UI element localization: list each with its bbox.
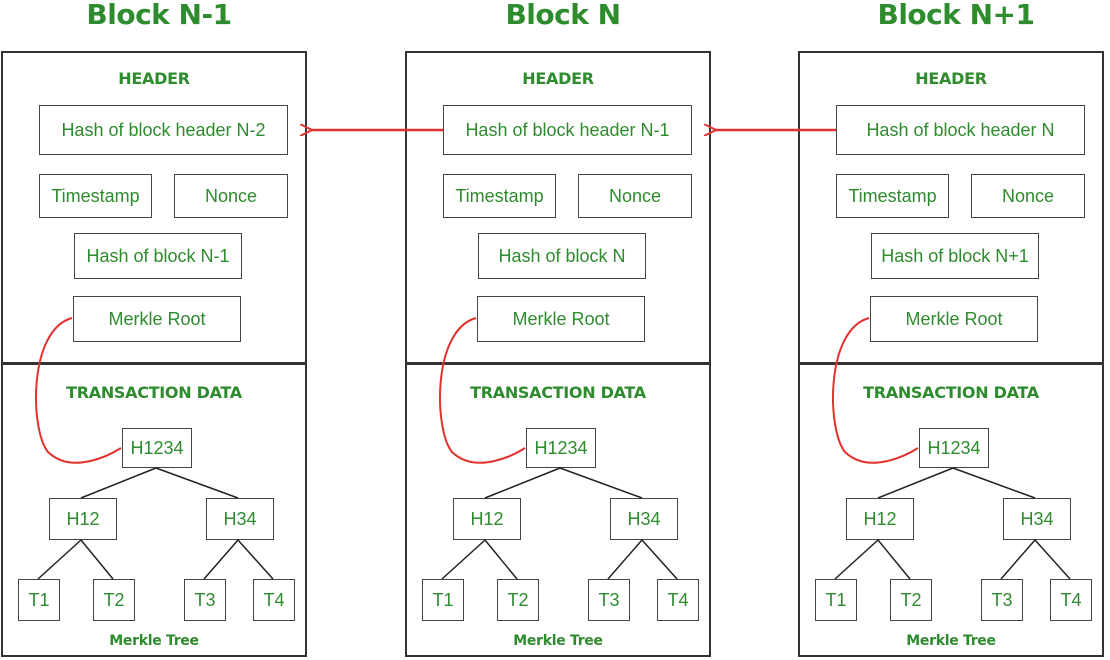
merkle-leaf-t4: T4 [253, 579, 295, 621]
block-n-plus-1: HEADER Hash of block header N Timestamp … [798, 51, 1104, 657]
merkle-node-h34: H34 [610, 498, 678, 540]
timestamp-box: Timestamp [443, 174, 556, 218]
timestamp-box: Timestamp [836, 174, 949, 218]
merkle-node-h34: H34 [206, 498, 274, 540]
header-divider [407, 362, 709, 365]
merkle-leaf-t2: T2 [93, 579, 135, 621]
nonce-box: Nonce [971, 174, 1085, 218]
merkle-node-h1234: H1234 [122, 428, 192, 468]
merkle-tree-caption: Merkle Tree [109, 633, 199, 649]
block-hash-box: Hash of block N+1 [871, 233, 1039, 279]
header-label: HEADER [915, 69, 987, 88]
merkle-leaf-t4: T4 [1050, 579, 1092, 621]
merkle-node-h12: H12 [453, 498, 521, 540]
transaction-data-label: TRANSACTION DATA [470, 383, 646, 402]
merkle-node-h34: H34 [1003, 498, 1071, 540]
merkle-node-h12: H12 [846, 498, 914, 540]
merkle-tree-caption: Merkle Tree [906, 633, 996, 649]
merkle-leaf-t3: T3 [588, 579, 630, 621]
block-hash-box: Hash of block N-1 [74, 233, 242, 279]
merkle-node-h12: H12 [49, 498, 117, 540]
timestamp-box: Timestamp [39, 174, 152, 218]
merkle-leaf-t2: T2 [497, 579, 539, 621]
merkle-leaf-t3: T3 [981, 579, 1023, 621]
header-divider [3, 362, 305, 365]
header-divider [800, 362, 1102, 365]
merkle-leaf-t1: T1 [815, 579, 857, 621]
block-title-n: Block N [505, 0, 621, 31]
merkle-leaf-t2: T2 [890, 579, 932, 621]
block-hash-box: Hash of block N [478, 233, 646, 279]
block-title-n-plus-1: Block N+1 [877, 0, 1035, 31]
merkle-leaf-t1: T1 [18, 579, 60, 621]
merkle-leaf-t3: T3 [184, 579, 226, 621]
merkle-leaf-t1: T1 [422, 579, 464, 621]
merkle-tree-caption: Merkle Tree [513, 633, 603, 649]
block-title-n-minus-1: Block N-1 [86, 0, 232, 31]
nonce-box: Nonce [174, 174, 288, 218]
prev-hash-box: Hash of block header N-2 [39, 105, 288, 155]
transaction-data-label: TRANSACTION DATA [66, 383, 242, 402]
merkle-root-box: Merkle Root [477, 296, 645, 342]
header-label: HEADER [522, 69, 594, 88]
block-n-minus-1: HEADER Hash of block header N-2 Timestam… [1, 51, 307, 657]
merkle-root-box: Merkle Root [73, 296, 241, 342]
prev-hash-box: Hash of block header N [836, 105, 1085, 155]
merkle-leaf-t4: T4 [657, 579, 699, 621]
merkle-root-box: Merkle Root [870, 296, 1038, 342]
nonce-box: Nonce [578, 174, 692, 218]
header-label: HEADER [118, 69, 190, 88]
block-n: HEADER Hash of block header N-1 Timestam… [405, 51, 711, 657]
merkle-node-h1234: H1234 [919, 428, 989, 468]
prev-hash-box: Hash of block header N-1 [443, 105, 692, 155]
merkle-node-h1234: H1234 [526, 428, 596, 468]
transaction-data-label: TRANSACTION DATA [863, 383, 1039, 402]
